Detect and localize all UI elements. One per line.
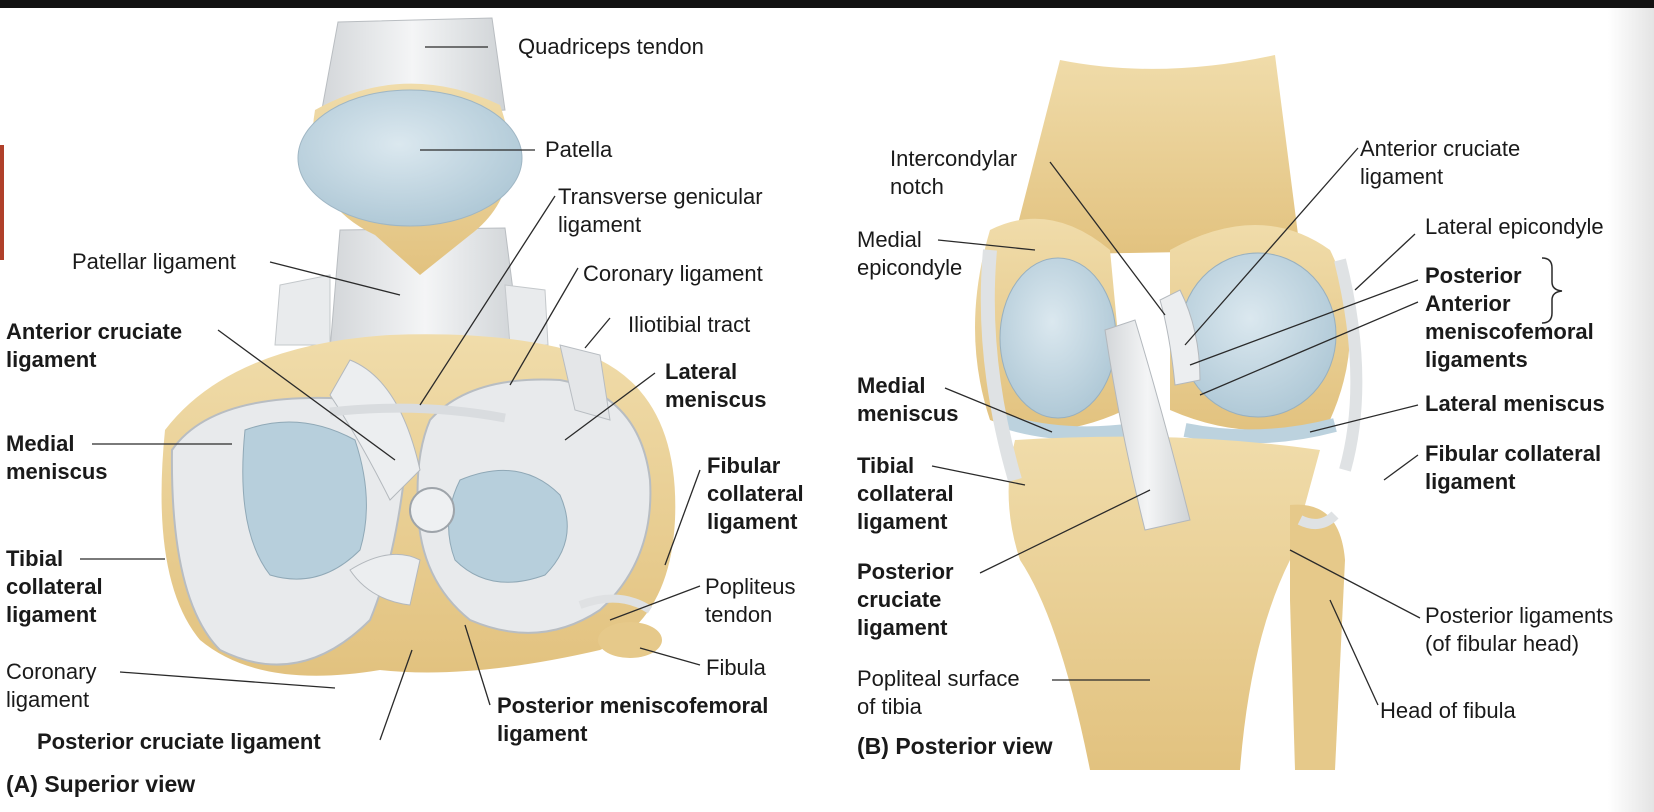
posterior-view-drawing <box>975 55 1363 770</box>
top-border <box>0 0 1654 8</box>
label-posterior-cruciate-ligament-b: Posterior cruciate ligament <box>857 559 954 640</box>
label-quadriceps-tendon: Quadriceps tendon <box>518 34 704 59</box>
label-popliteal-surface-of-tibia: Popliteal surface of tibia <box>857 666 1020 719</box>
label-medial-meniscus-a: Medial meniscus <box>6 431 108 484</box>
label-lateral-epicondyle: Lateral epicondyle <box>1425 214 1604 239</box>
superior-view-drawing <box>161 17 676 676</box>
label-lateral-meniscus-a: Lateral meniscus <box>665 359 767 412</box>
label-meniscofemoral-ligaments: meniscofemoral ligaments <box>1425 319 1594 372</box>
label-popliteus-tendon: Popliteus tendon <box>705 574 796 627</box>
label-medial-epicondyle: Medial epicondyle <box>857 227 963 280</box>
label-patellar-ligament: Patellar ligament <box>72 249 236 274</box>
leader-lines <box>80 46 1421 741</box>
label-transverse-genicular-ligament: Transverse genicular ligament <box>558 184 763 237</box>
label-head-of-fibula: Head of fibula <box>1380 698 1516 723</box>
label-patella: Patella <box>545 137 613 162</box>
left-edge-marker <box>0 145 4 260</box>
label-posterior: Posterior <box>1425 263 1522 288</box>
caption-posterior-view: (B) Posterior view <box>857 733 1053 759</box>
label-lateral-meniscus-b: Lateral meniscus <box>1425 391 1605 416</box>
right-edge-shadow <box>1608 8 1654 812</box>
label-tibial-collateral-ligament-a: Tibial collateral ligament <box>6 546 103 627</box>
label-anterior-cruciate-ligament-b: Anterior cruciate ligament <box>1360 136 1521 189</box>
label-anterior: Anterior <box>1425 291 1511 316</box>
label-fibular-collateral-ligament-b: Fibular collateral ligament <box>1425 441 1602 494</box>
label-posterior-meniscofemoral-ligament: Posterior meniscofemoral ligament <box>497 693 769 746</box>
label-iliotibial-tract: Iliotibial tract <box>628 312 751 337</box>
label-fibula: Fibula <box>706 655 766 680</box>
label-intercondylar-notch: Intercondylar notch <box>890 146 1018 199</box>
label-fibular-collateral-ligament-a: Fibular collateral ligament <box>707 453 804 534</box>
label-coronary-ligament-top: Coronary ligament <box>583 261 763 286</box>
label-posterior-cruciate-ligament-a: Posterior cruciate ligament <box>37 729 321 754</box>
label-anterior-cruciate-ligament-a: Anterior cruciate ligament <box>6 319 183 372</box>
brace-bracket <box>1541 257 1563 324</box>
label-medial-meniscus-b: Medial meniscus <box>857 373 959 426</box>
label-tibial-collateral-ligament-b: Tibial collateral ligament <box>857 453 954 534</box>
caption-superior-view: (A) Superior view <box>6 771 196 797</box>
label-posterior-ligaments-fibular-head: Posterior ligaments (of fibular head) <box>1425 603 1614 656</box>
label-coronary-ligament-bottom: Coronary ligament <box>6 659 97 712</box>
